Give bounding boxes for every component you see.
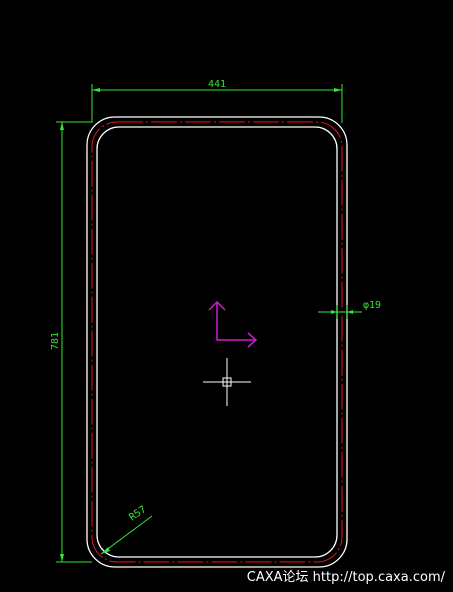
radius-leader <box>100 515 153 555</box>
crosshair-cursor-icon <box>203 358 251 406</box>
width-dimension <box>91 84 343 123</box>
width-dimension-label: 441 <box>208 79 226 90</box>
diameter-leader <box>318 305 362 319</box>
outer-outline <box>86 116 348 568</box>
height-dimension <box>56 121 92 563</box>
rounded-rect-part <box>86 116 348 568</box>
height-dimension-label: 781 <box>50 332 61 350</box>
diameter-dimension-label: φ19 <box>363 300 381 311</box>
center-line <box>91 121 343 563</box>
ucs-axis-icon <box>208 300 258 348</box>
forum-watermark: CAXA论坛 http://top.caxa.com/ <box>246 570 445 585</box>
inner-outline <box>96 126 338 558</box>
